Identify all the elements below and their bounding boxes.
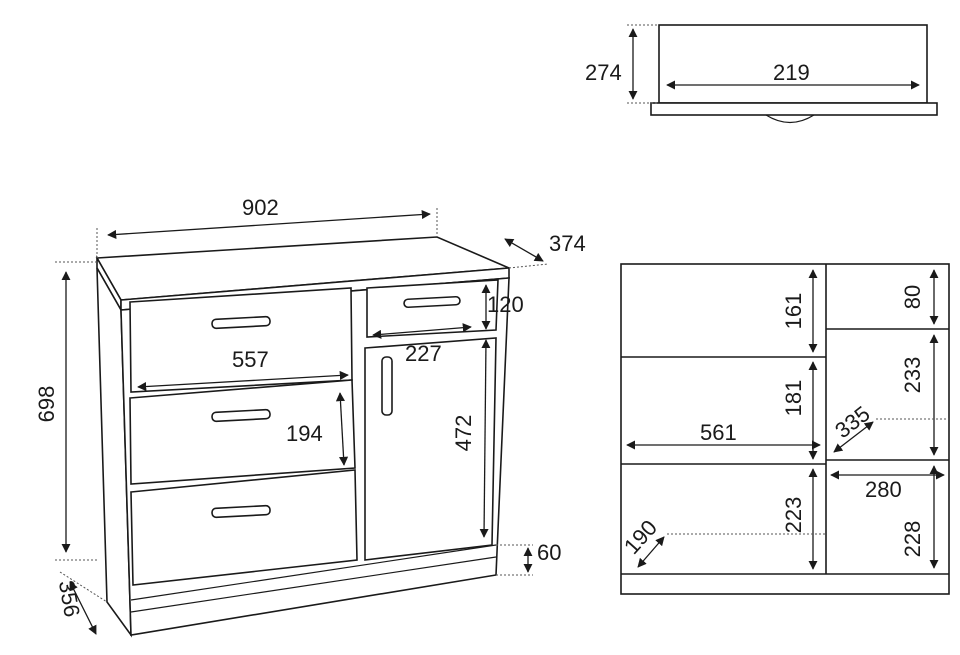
base-depth-arrow bbox=[69, 581, 97, 635]
overall-width-label: 902 bbox=[242, 195, 279, 220]
drawer-depth-label: 274 bbox=[585, 60, 622, 85]
right-233-label: 233 bbox=[900, 357, 925, 394]
overall-depth-arrow bbox=[504, 238, 544, 262]
drawer-top-view: 274 219 bbox=[585, 24, 938, 124]
large-drawer-width-arrow bbox=[137, 370, 349, 392]
overall-height-label: 698 bbox=[34, 386, 59, 423]
overall-depth-label: 374 bbox=[549, 231, 586, 256]
drawer-width-label: 219 bbox=[773, 60, 810, 85]
right-280-label: 280 bbox=[865, 477, 902, 502]
large-drawer-height-label: 194 bbox=[286, 421, 323, 446]
interior-190-arrow bbox=[637, 536, 665, 568]
interior-181-label: 181 bbox=[781, 380, 806, 417]
interior-223-label: 223 bbox=[781, 497, 806, 534]
right-80-label: 80 bbox=[900, 285, 925, 309]
base-depth-label: 356 bbox=[54, 578, 85, 619]
interior-elevation-view: 161 181 561 223 190 80 233 335 280 228 bbox=[619, 263, 950, 595]
overall-width-arrow bbox=[107, 209, 431, 240]
plinth-height-label: 60 bbox=[537, 540, 561, 565]
door-height-arrow bbox=[479, 339, 491, 538]
interior-161-label: 161 bbox=[781, 293, 806, 330]
right-335-arrow bbox=[833, 421, 874, 453]
cabinet-perspective-view: 902 374 698 356 60 120 227 557 194 bbox=[34, 195, 586, 638]
large-drawer-width-label: 557 bbox=[232, 347, 269, 372]
right-228-label: 228 bbox=[900, 521, 925, 558]
large-drawer-height-arrow bbox=[335, 392, 349, 466]
small-drawer-width-arrow bbox=[372, 323, 472, 339]
small-drawer-width-label: 227 bbox=[405, 341, 442, 366]
door-height-label: 472 bbox=[451, 415, 476, 452]
small-drawer-height-label: 120 bbox=[487, 292, 524, 317]
interior-561-label: 561 bbox=[700, 420, 737, 445]
